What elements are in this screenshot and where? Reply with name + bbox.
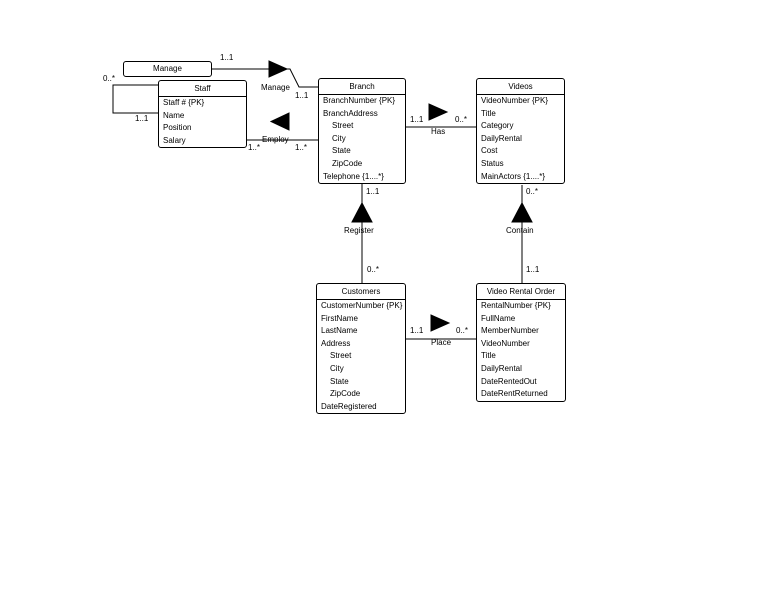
multiplicity-manage-source: 1..1 <box>220 53 234 62</box>
multiplicity-employ-source: 1..* <box>248 143 261 152</box>
entity-video-rental-order-title: Video Rental Order <box>477 284 565 300</box>
multiplicity-manage-target: 1..1 <box>295 91 309 100</box>
multiplicity-register-target: 0..* <box>367 265 380 274</box>
attribute-row: BranchAddress <box>323 108 378 118</box>
multiplicity-register-source: 1..1 <box>366 187 380 196</box>
connector-self-manage[interactable] <box>112 84 158 114</box>
multiplicity-place-source: 1..1 <box>410 326 424 335</box>
attribute-row: Telephone {1....*} <box>323 171 384 181</box>
arrow-up-contain-icon[interactable] <box>511 201 533 223</box>
attribute-row: Address <box>321 338 351 348</box>
relationship-label-place: Place <box>431 338 452 347</box>
multiplicity-place-target: 0..* <box>456 326 469 335</box>
attribute-row: LastName <box>321 326 358 336</box>
attribute-row: City <box>330 363 344 373</box>
attribute-row: Street <box>332 121 354 131</box>
entity-branch[interactable]: Branch BranchNumber {PK} BranchAddress S… <box>318 78 406 185</box>
entity-video-rental-order[interactable]: Video Rental Order RentalNumber {PK} Ful… <box>476 283 566 402</box>
arrow-right-has-icon[interactable] <box>428 103 449 121</box>
multiplicity-has-target: 0..* <box>455 115 468 124</box>
attribute-row: BranchNumber {PK} <box>323 96 396 105</box>
attribute-row: Staff # {PK} <box>163 98 205 107</box>
entity-videos-title: Videos <box>477 79 564 95</box>
entity-videos[interactable]: Videos VideoNumber {PK} Title Category D… <box>476 78 565 185</box>
attribute-row: Title <box>481 351 496 361</box>
entity-manage-association[interactable]: Manage <box>123 61 212 77</box>
attribute-row: Status <box>481 158 504 168</box>
relationship-label-manage: Manage <box>261 83 290 92</box>
connector-manage[interactable] <box>212 68 318 88</box>
attribute-row: CustomerNumber {PK} <box>321 301 403 310</box>
attribute-row: Salary <box>163 135 186 145</box>
attribute-row: MainActors {1....*} <box>481 171 546 181</box>
attribute-row: DailyRental <box>481 363 522 373</box>
multiplicity-has-source: 1..1 <box>410 115 424 124</box>
attribute-row: DateRentReturned <box>481 389 548 399</box>
attribute-row: Category <box>481 121 514 131</box>
attribute-row: MemberNumber <box>481 326 539 336</box>
attribute-row: FirstName <box>321 313 358 323</box>
entity-staff-title: Staff <box>159 81 246 97</box>
attribute-row: Name <box>163 110 185 120</box>
relationship-label-contain: Contain <box>506 226 534 235</box>
multiplicity-self-manage-target: 1..1 <box>135 114 149 123</box>
relationship-label-register: Register <box>344 226 374 235</box>
attribute-row: Cost <box>481 146 498 156</box>
multiplicity-contain-source: 0..* <box>526 187 539 196</box>
attribute-row: Position <box>163 123 192 133</box>
attribute-row: FullName <box>481 313 516 323</box>
attribute-row: ZipCode <box>332 158 363 168</box>
multiplicity-employ-target: 1..* <box>295 143 308 152</box>
relationship-label-employ: Employ <box>262 135 289 144</box>
multiplicity-self-manage-source: 0..* <box>103 74 116 83</box>
attribute-row: State <box>332 146 351 156</box>
attribute-row: Street <box>330 351 352 361</box>
attribute-row: DateRentedOut <box>481 376 537 386</box>
entity-branch-title: Branch <box>319 79 405 95</box>
attribute-row: Title <box>481 108 496 118</box>
attribute-row: VideoNumber <box>481 338 530 348</box>
attribute-row: DailyRental <box>481 133 522 143</box>
entity-customers[interactable]: Customers CustomerNumber {PK} FirstName … <box>316 283 406 415</box>
arrow-left-employ-icon[interactable] <box>269 112 290 131</box>
arrow-right-place-icon[interactable] <box>430 314 451 332</box>
attribute-row: City <box>332 133 346 143</box>
arrow-up-register-icon[interactable] <box>351 201 373 223</box>
multiplicity-contain-target: 1..1 <box>526 265 540 274</box>
attribute-row: ZipCode <box>330 389 361 399</box>
attribute-row: DateRegistered <box>321 401 377 411</box>
attribute-row: RentalNumber {PK} <box>481 301 551 310</box>
attribute-row: VideoNumber {PK} <box>481 96 549 105</box>
attribute-row: State <box>330 376 349 386</box>
entity-manage-title: Manage <box>153 64 182 73</box>
arrow-right-manage-icon[interactable] <box>268 60 289 78</box>
entity-staff[interactable]: Staff Staff # {PK} Name Position Salary <box>158 80 247 149</box>
relationship-label-has: Has <box>431 127 446 136</box>
entity-customers-title: Customers <box>317 284 405 300</box>
